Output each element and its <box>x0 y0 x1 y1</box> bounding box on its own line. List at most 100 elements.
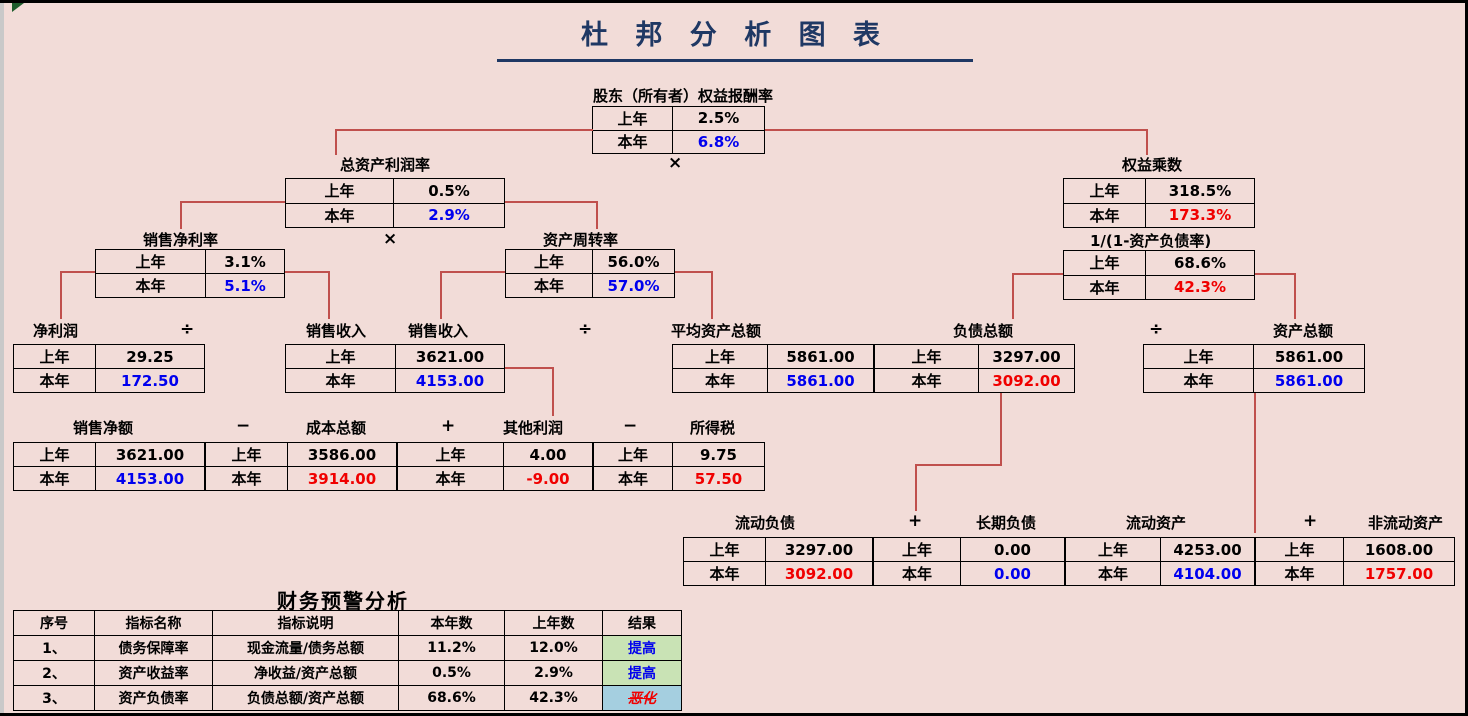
net-profit-curr-value: 172.50 <box>121 371 179 390</box>
result-badge: 恶化 <box>602 685 682 711</box>
connector-line <box>1012 273 1063 275</box>
current-assets-prev-value: 4253.00 <box>1173 540 1242 559</box>
leverage-formula-row-curr: 本年 42.3% <box>1064 275 1254 299</box>
sales-revenue-row-curr: 本年 4153.00 <box>286 369 504 392</box>
current-liabilities-prev-value: 3297.00 <box>784 540 854 559</box>
net-sales-label: 销售净额 <box>73 419 134 437</box>
other-profit-prev-value: 4.00 <box>529 445 567 464</box>
sheet-edge-strip <box>0 3 4 713</box>
connector-line <box>335 129 337 155</box>
asset-turnover-label: 资产周转率 <box>543 231 619 249</box>
warning-analysis-title: 财务预警分析 <box>277 589 409 613</box>
divide-3-operator: ÷ <box>1149 319 1164 339</box>
current-liabilities-label: 流动负债 <box>735 514 796 532</box>
roa-prev-year-label: 上年 <box>286 179 394 203</box>
leverage-formula-prev-year-label: 上年 <box>1064 251 1146 275</box>
roe-prev-value: 2.5% <box>697 109 740 128</box>
connector-line <box>505 201 598 203</box>
current-liabilities-curr-year-label: 本年 <box>684 562 766 585</box>
leverage-formula-curr-value: 42.3% <box>1173 278 1227 297</box>
indicator-description: 负债总额/资产总额 <box>212 685 399 711</box>
current-year-value: 0.5% <box>398 660 505 686</box>
connector-line <box>180 201 182 229</box>
roa-label: 总资产利润率 <box>340 156 431 174</box>
asset-turnover-prev-year-label: 上年 <box>506 250 593 273</box>
connector-line <box>765 129 1147 131</box>
avg-total-assets-label: 平均资产总额 <box>671 322 762 340</box>
total-assets-prev-value: 5861.00 <box>1274 347 1344 366</box>
equity-multiplier-curr-value: 173.3% <box>1168 206 1232 225</box>
roa-curr-value: 2.9% <box>428 206 470 225</box>
minus-1-operator: − <box>236 416 251 436</box>
equity-multiplier-label: 权益乘数 <box>1122 156 1183 174</box>
total-assets-curr-year-label: 本年 <box>1144 369 1254 392</box>
indicator-description: 净收益/资产总额 <box>212 660 399 686</box>
previous-year-value: 12.0% <box>504 635 603 661</box>
connector-line <box>505 367 554 369</box>
minus-2-operator: − <box>623 416 638 436</box>
net-sales-prev-year-label: 上年 <box>14 443 96 466</box>
asset-turnover-curr-year-label: 本年 <box>506 274 593 297</box>
plus-1-operator: + <box>441 416 456 436</box>
current-assets-label: 流动资产 <box>1126 514 1187 532</box>
connector-line <box>915 464 1002 466</box>
net-sales-row-prev: 上年 3621.00 <box>14 443 204 467</box>
connector-line <box>180 201 285 203</box>
long-term-liabilities-curr-value: 0.00 <box>993 564 1031 583</box>
connector-line <box>1255 273 1296 275</box>
indicator-name: 资产负债率 <box>94 685 213 711</box>
income-tax-label: 所得税 <box>690 419 736 437</box>
equity-multiplier-curr-year-label: 本年 <box>1064 203 1146 227</box>
sales-revenue-curr-value: 4153.00 <box>415 371 485 390</box>
long-term-liabilities-label: 长期负债 <box>976 514 1037 532</box>
total-cost-label: 成本总额 <box>306 419 367 437</box>
connector-line <box>440 271 505 273</box>
divide-1-operator: ÷ <box>180 319 195 339</box>
total-assets-row-curr: 本年 5861.00 <box>1144 369 1364 392</box>
connector-line <box>60 271 62 319</box>
total-liabilities-prev-value: 3297.00 <box>992 347 1061 366</box>
net-profit-label: 净利润 <box>33 322 79 340</box>
net-sales-prev-value: 3621.00 <box>115 445 185 464</box>
current-liabilities-curr-value: 3092.00 <box>784 564 854 583</box>
cell-marker-triangle-icon <box>12 3 24 12</box>
connector-line <box>915 464 917 511</box>
total-assets-curr-value: 5861.00 <box>1274 371 1344 390</box>
leverage-formula-label: 1/(1-资产负债率) <box>1090 232 1212 250</box>
connector-line <box>440 271 442 319</box>
indicator-name: 债务保障率 <box>94 635 213 661</box>
other-profit-label: 其他利润 <box>503 419 564 437</box>
net-margin-curr-value: 5.1% <box>224 276 266 295</box>
connector-line <box>1254 393 1256 533</box>
total-liabilities-curr-year-label: 本年 <box>875 369 979 392</box>
sales-revenue-curr-year-label: 本年 <box>286 369 396 392</box>
total-cost-curr-year-label: 本年 <box>206 467 288 490</box>
roa-curr-year-label: 本年 <box>286 203 394 227</box>
row-number: 1、 <box>13 635 95 661</box>
leverage-formula-curr-year-label: 本年 <box>1064 275 1146 299</box>
